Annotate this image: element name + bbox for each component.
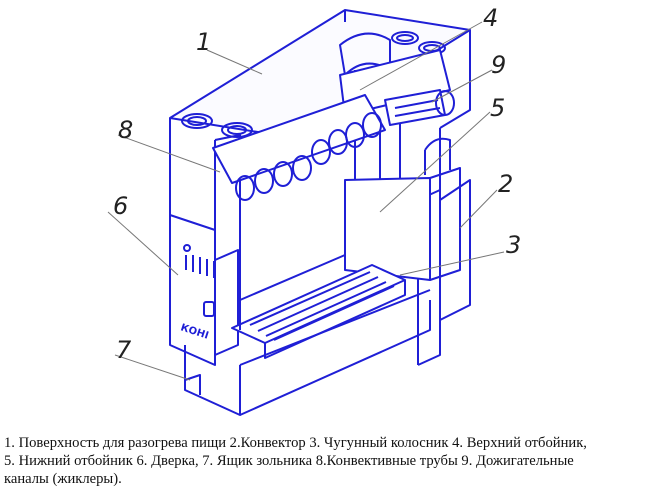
label-8: 8	[118, 116, 133, 144]
caption-line: каналы (жиклеры).	[4, 471, 122, 487]
stove-body	[169, 9, 471, 416]
stove-diagram: КОНІ 1 2 3 4 5 6 7 8 9	[107, 4, 521, 416]
label-5: 5	[490, 94, 505, 122]
label-7: 7	[116, 336, 132, 364]
label-3: 3	[506, 231, 521, 259]
label-6: 6	[113, 192, 128, 220]
part-numbers: 1 2 3 4 5 6 7 8 9	[113, 4, 521, 364]
label-1: 1	[196, 28, 211, 56]
brand-label: КОНІ	[179, 322, 210, 341]
figure-caption: 1. Поверхность для разогрева пищи 2.Конв…	[4, 434, 648, 488]
caption-line: 5. Нижний отбойник 6. Дверка, 7. Ящик зо…	[4, 453, 574, 469]
label-9: 9	[491, 51, 506, 79]
label-2: 2	[498, 170, 513, 198]
caption-line: 1. Поверхность для разогрева пищи 2.Конв…	[4, 435, 587, 451]
leader-lines	[107, 21, 505, 381]
label-4: 4	[483, 4, 498, 32]
